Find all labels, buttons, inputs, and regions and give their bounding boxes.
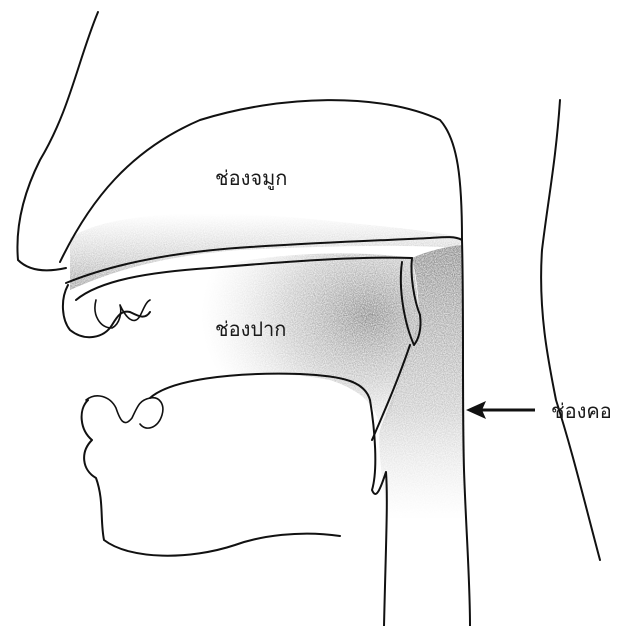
- label-nasal-cavity: ช่องจมูก: [215, 166, 287, 191]
- tongue: [150, 374, 387, 626]
- upper-teeth: [95, 300, 150, 328]
- lower-teeth: [86, 396, 163, 428]
- lower-lip-chin: [82, 400, 340, 556]
- oral-shading: [195, 253, 418, 430]
- pharyngeal-wall: [462, 240, 470, 626]
- label-oral-cavity: ช่องปาก: [215, 317, 286, 341]
- label-pharynx: ช่องคอ: [551, 399, 612, 423]
- upper-lip: [63, 285, 150, 337]
- neck-back: [541, 100, 600, 560]
- shading: [70, 214, 466, 520]
- pharynx-arrow: [466, 401, 535, 419]
